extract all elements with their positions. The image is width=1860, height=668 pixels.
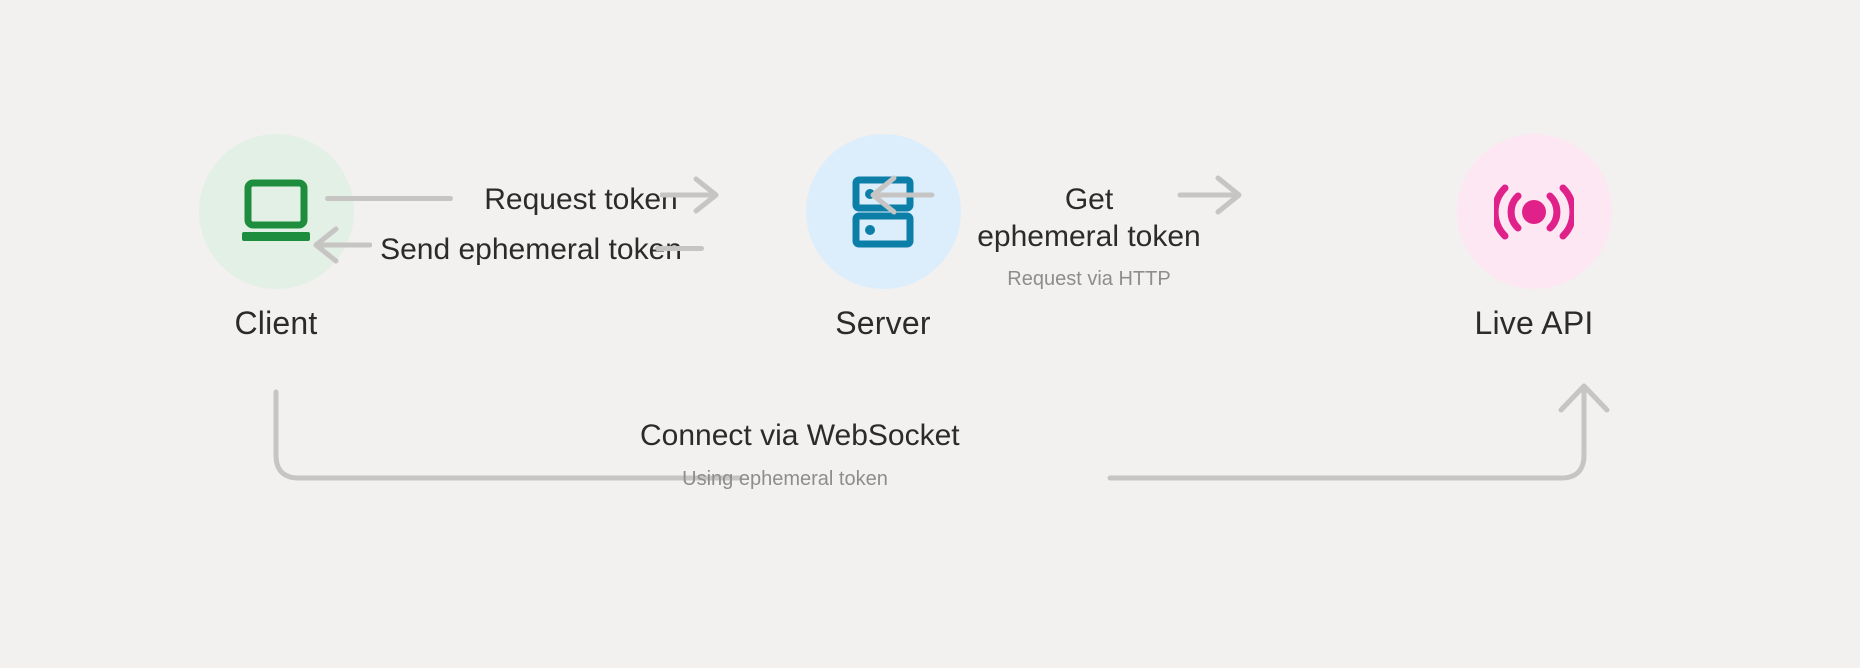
node-server-label: Server xyxy=(835,305,931,341)
connector-label-get-ephemeral-token: Get ephemeral token Request via HTTP xyxy=(960,182,1218,292)
broadcast-signal-icon xyxy=(1494,184,1574,239)
arrow-left-icon-get-ephemeral-token xyxy=(870,175,935,215)
send-ephemeral-token-line xyxy=(655,246,704,251)
request-token-line xyxy=(325,196,453,201)
connector-label-connect-websocket: Connect via WebSocket Using ephemeral to… xyxy=(640,418,960,491)
send-ephemeral-token-text: Send ephemeral token xyxy=(380,233,682,266)
node-client-label: Client xyxy=(234,305,318,341)
node-live-api[interactable]: Live API xyxy=(1434,134,1634,339)
node-server-circle xyxy=(805,134,961,289)
get-ephemeral-token-text-line1: Get xyxy=(1064,183,1114,216)
get-ephemeral-token-text-line2: ephemeral token xyxy=(977,219,1201,253)
connector-label-request-token: Request token xyxy=(466,182,696,219)
connect-websocket-sublabel: Using ephemeral token xyxy=(682,467,888,490)
node-live-api-label: Live API xyxy=(1474,305,1594,341)
laptop-icon xyxy=(242,179,310,241)
node-client-circle xyxy=(198,134,354,289)
connect-websocket-text: Connect via WebSocket xyxy=(640,419,960,452)
connector-label-send-ephemeral-token: Send ephemeral token xyxy=(366,232,696,269)
get-ephemeral-token-sublabel: Request via HTTP xyxy=(1007,268,1171,291)
node-client[interactable]: Client xyxy=(176,134,376,339)
node-live-api-circle xyxy=(1456,134,1612,289)
node-server[interactable]: Server xyxy=(783,134,983,339)
arrow-left-icon-send-ephemeral-token xyxy=(313,226,372,264)
request-token-text: Request token xyxy=(484,183,678,216)
arrow-right-icon-get-ephemeral-token xyxy=(1177,175,1242,215)
arrow-right-icon-request-token xyxy=(660,176,719,214)
